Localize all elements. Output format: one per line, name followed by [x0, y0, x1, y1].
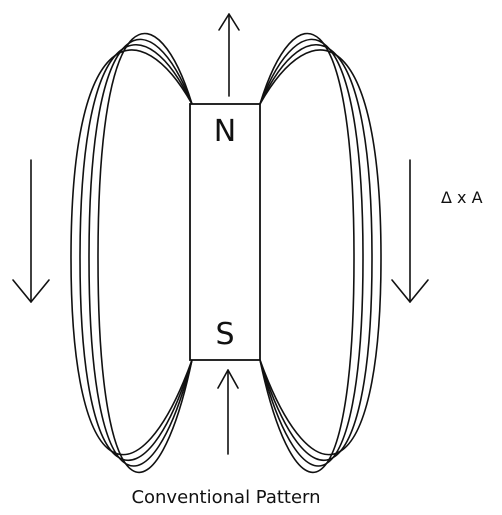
- right-field-line-2: [259, 38, 364, 467]
- left-field-line-2: [88, 38, 193, 467]
- right-field-line-3: [259, 44, 373, 461]
- right-field-line-4: [259, 49, 382, 456]
- north-pole-label: N: [214, 114, 236, 149]
- left-field-line-4: [70, 49, 193, 456]
- bar-magnet: N S: [189, 103, 261, 361]
- bottom-up-arrow: [217, 369, 239, 455]
- left-down-arrow: [12, 159, 50, 303]
- side-label: Δ x A: [441, 188, 483, 207]
- diagram-caption: Conventional Pattern: [131, 487, 320, 508]
- south-pole-label: S: [215, 317, 234, 352]
- left-field-line-3: [79, 44, 193, 461]
- top-up-arrow: [218, 13, 240, 97]
- magnet-body: [189, 103, 261, 361]
- left-field-lines: [70, 32, 193, 474]
- right-field-line-1: [259, 32, 355, 474]
- right-field-lines: [259, 32, 382, 474]
- left-field-line-1: [97, 32, 193, 474]
- right-down-arrow: [391, 159, 429, 303]
